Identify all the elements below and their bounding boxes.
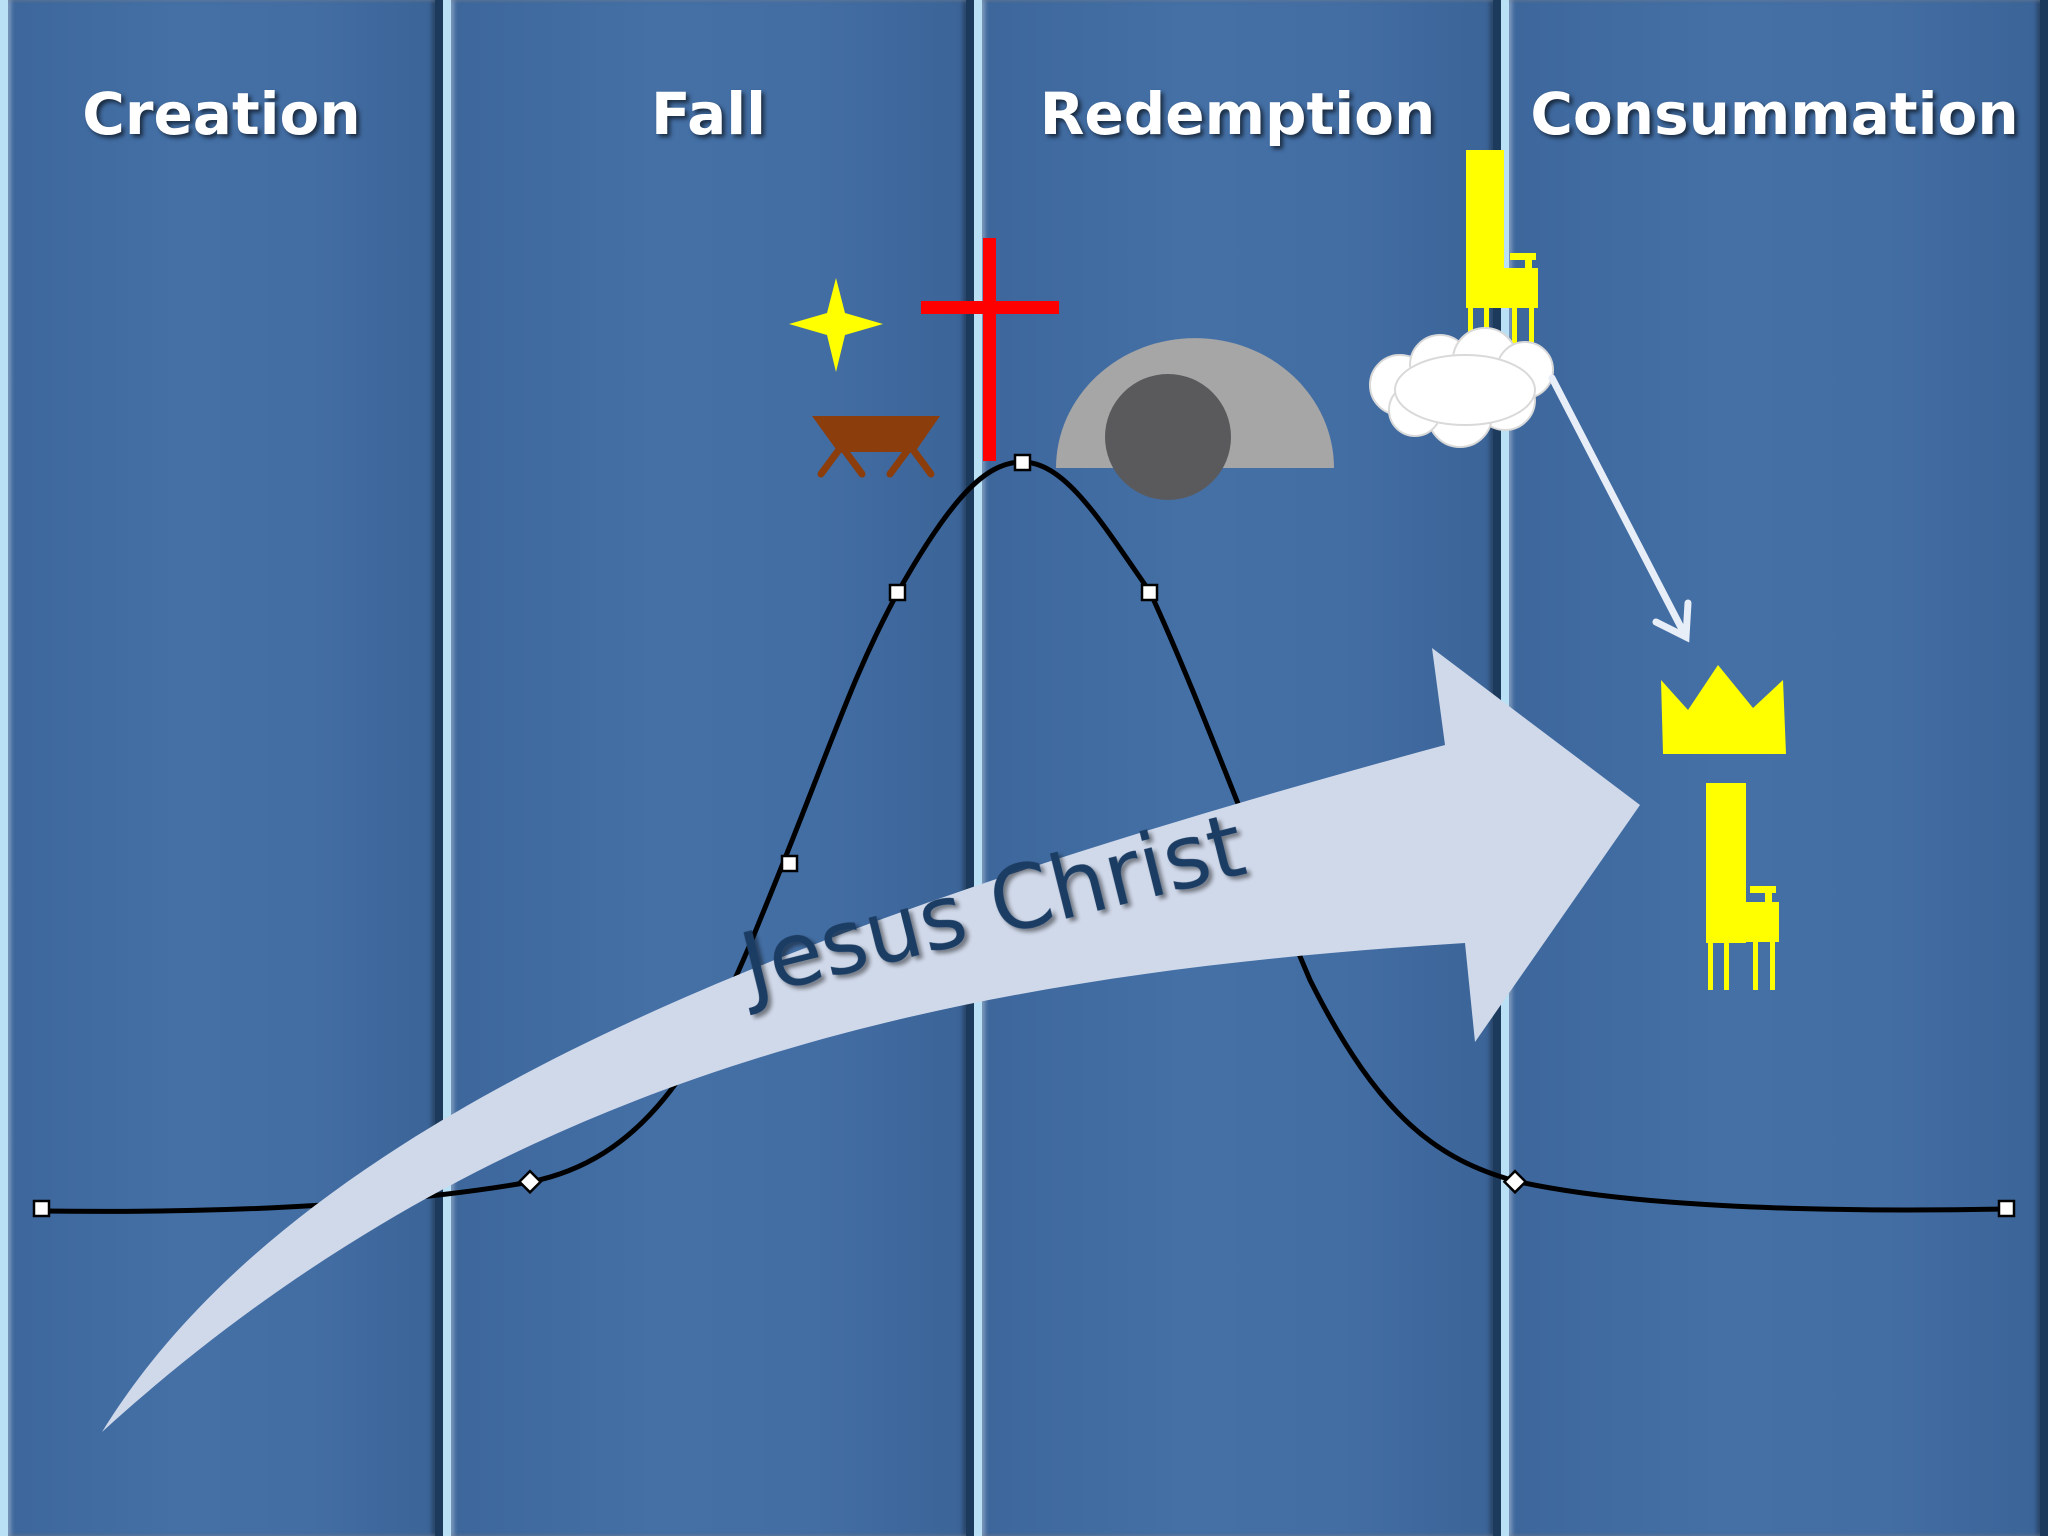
panel-consummation: Consummation: [1501, 0, 2048, 1536]
history-curve: [32, 453, 2016, 1218]
stage-title-fall: Fall: [650, 80, 767, 148]
tomb-icon: [1056, 338, 1334, 500]
curve-handle[interactable]: [32, 1199, 51, 1218]
crown-icon: [1661, 665, 1786, 754]
stage-title-consummation: Consummation: [1530, 80, 2019, 148]
curve-handle[interactable]: [780, 854, 799, 873]
panel-fall: Fall: [443, 0, 974, 1536]
curve-handle[interactable]: [888, 583, 907, 602]
stage-title-creation: Creation: [82, 80, 361, 148]
star-icon: [789, 278, 883, 372]
curve-handle[interactable]: [1013, 453, 1032, 472]
cross-icon: [921, 238, 1059, 461]
stage-title-redemption: Redemption: [1039, 80, 1436, 148]
throne-icon: [1706, 783, 1779, 990]
arrow-shape: [102, 648, 1640, 1432]
curve-handle[interactable]: [1502, 1169, 1528, 1195]
jesus-christ-arrow: Jesus Christ: [102, 648, 1640, 1432]
panel-creation: Creation: [0, 0, 443, 1536]
curve-handle[interactable]: [1997, 1199, 2016, 1218]
stone-icon: [1105, 374, 1231, 500]
throne-on-cloud-icon: [1369, 150, 1554, 448]
curve-handle[interactable]: [1140, 583, 1159, 602]
descend-arrow-icon: [1548, 374, 1692, 643]
cloud-icon: [1369, 327, 1554, 448]
curve-handle[interactable]: [517, 1169, 543, 1195]
manger-icon: [812, 416, 940, 478]
